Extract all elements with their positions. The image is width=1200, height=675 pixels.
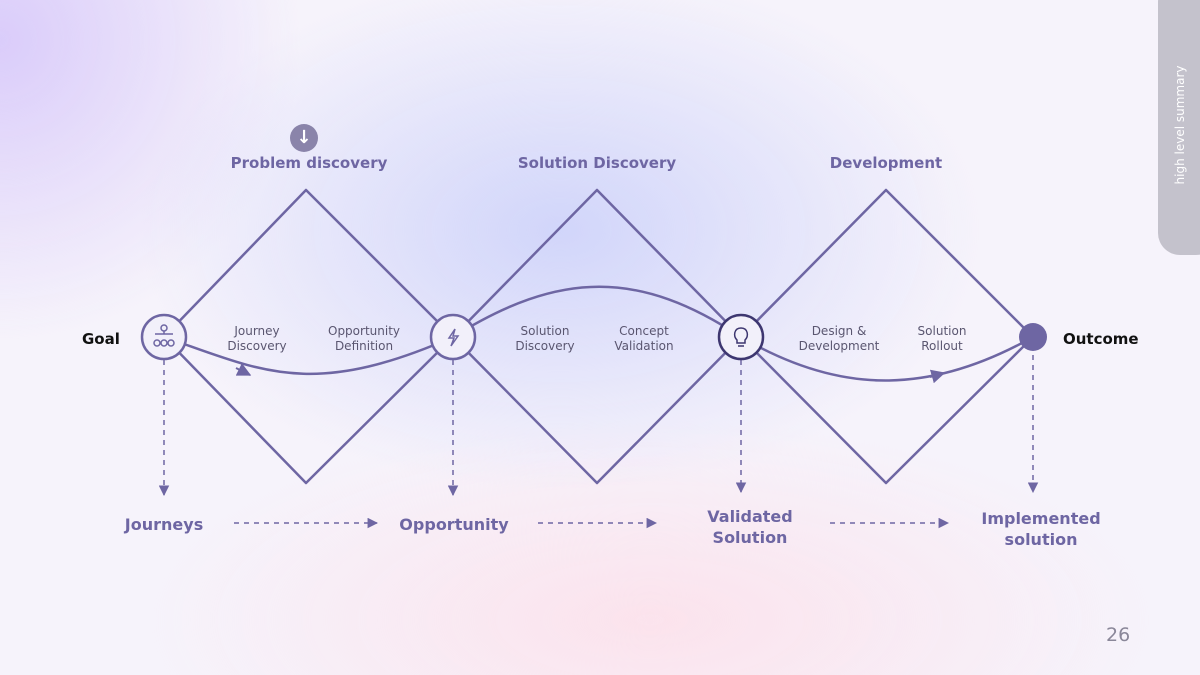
outcome-label: Outcome [1063, 330, 1139, 348]
goal-label: Goal [82, 330, 120, 348]
diamond-solution [451, 188, 743, 485]
output-journeys: Journeys [124, 515, 204, 534]
diamond-problem [162, 188, 455, 485]
flow-curve-3 [740, 335, 1034, 382]
node-goal [140, 313, 188, 361]
node-validated [717, 313, 765, 361]
side-tab-label: high level summary [1173, 65, 1187, 185]
output-opportunity: Opportunity [399, 515, 509, 534]
flow-curve-2 [452, 285, 742, 339]
lightning-icon [447, 328, 460, 347]
flow-arrow [235, 363, 252, 376]
stage-title: Solution Discovery [517, 154, 677, 172]
flow-curve-1 [163, 335, 454, 376]
activity-label: Design &Development [798, 324, 880, 353]
stage-title: Problem discovery [230, 154, 388, 172]
diamond-development [739, 188, 1035, 485]
download-icon[interactable]: ↓ [290, 124, 318, 152]
flow-arrow [929, 369, 946, 384]
lightbulb-icon [733, 327, 749, 347]
page-number: 26 [1106, 624, 1131, 646]
hierarchy-icon [153, 324, 175, 347]
stage-title: Development [829, 154, 943, 172]
node-opportunity [429, 313, 477, 361]
side-tab[interactable] [1158, 0, 1200, 255]
node-outcome [1019, 323, 1047, 351]
